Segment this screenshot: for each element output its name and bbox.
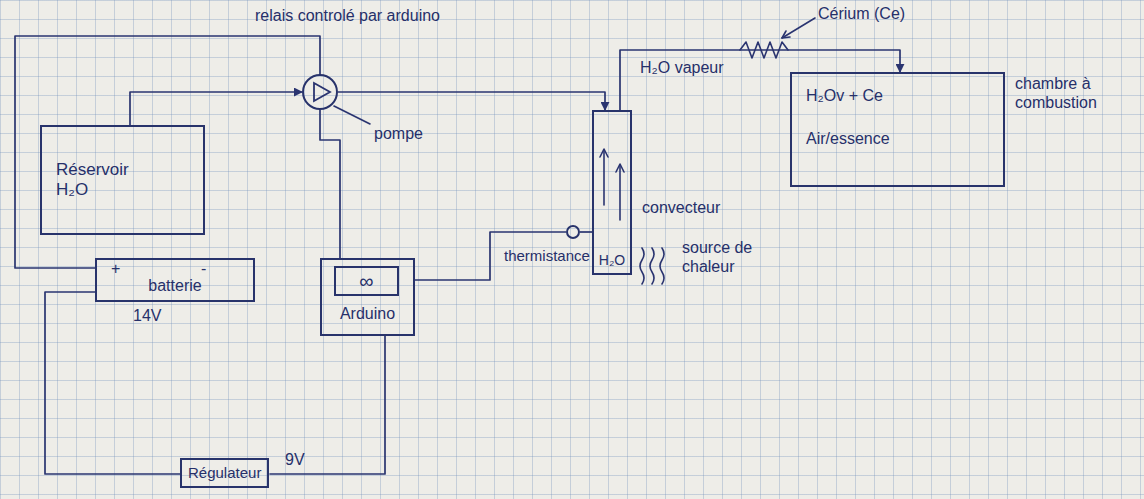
node-text: pompe [374,124,423,143]
node-text: H₂Ov + Ce [806,86,883,105]
voltage-label: 9V [285,450,305,469]
leader-arrowhead [782,31,790,38]
battery-box: +-batterie14V [95,258,255,302]
pump-triangle [304,76,336,108]
node-text: Air/essence [806,129,890,148]
pipe-or-wire [320,110,340,258]
node-text: Arduino [340,304,395,323]
node-text: Régulateur [188,464,261,482]
node-text: batterie [148,276,201,295]
relay-note: relais controlé par arduino [255,6,440,25]
flow-arrowhead [600,149,608,157]
flow-arrow [619,165,621,220]
node-text: - [201,259,206,278]
node-text: chambre à combustion [1015,74,1097,112]
pipe-or-wire [130,92,302,125]
pipe-or-wire [15,36,320,268]
heat-wave [660,248,664,284]
node-text: 14V [133,306,161,325]
pipe-or-wire [45,292,180,474]
pump-symbol: pompe [302,74,338,110]
reservoir-box: Réservoir H₂O [40,125,205,235]
thermistor-symbol: thermistance [566,225,580,239]
node-text: thermistance [504,247,590,265]
pump-triangle [314,83,330,101]
node-text: Réservoir H₂O [56,160,129,201]
cerium-label: Cérium (Ce) [818,4,905,23]
node-text: H₂O [599,252,625,269]
combustion-chamber: H₂Ov + CeAir/essencechambre à combustion [790,72,1005,187]
flow-arrowhead [616,164,624,172]
pipe-or-wire [620,50,900,110]
arduino-chip: ∞ [334,266,399,296]
regulator-box: Régulateur [180,458,269,488]
pipe-or-wire [269,336,385,474]
arduino-box: Arduino ∞ [320,258,415,336]
edge-label: H₂O vapeur [640,58,724,77]
leader-line [782,18,815,38]
node-text: convecteur [642,198,720,217]
heat-source-label: source de chaleur [682,238,766,276]
flow-arrow [603,150,605,205]
heat-wave [650,248,654,284]
pipe-or-wire [580,231,592,233]
node-text: + [111,259,120,278]
leader-line [334,106,370,124]
convector-tube: convecteurH₂O [592,110,632,275]
node-text: ∞ [359,269,373,293]
pipe-or-wire [338,92,605,110]
heat-wave [640,248,644,284]
